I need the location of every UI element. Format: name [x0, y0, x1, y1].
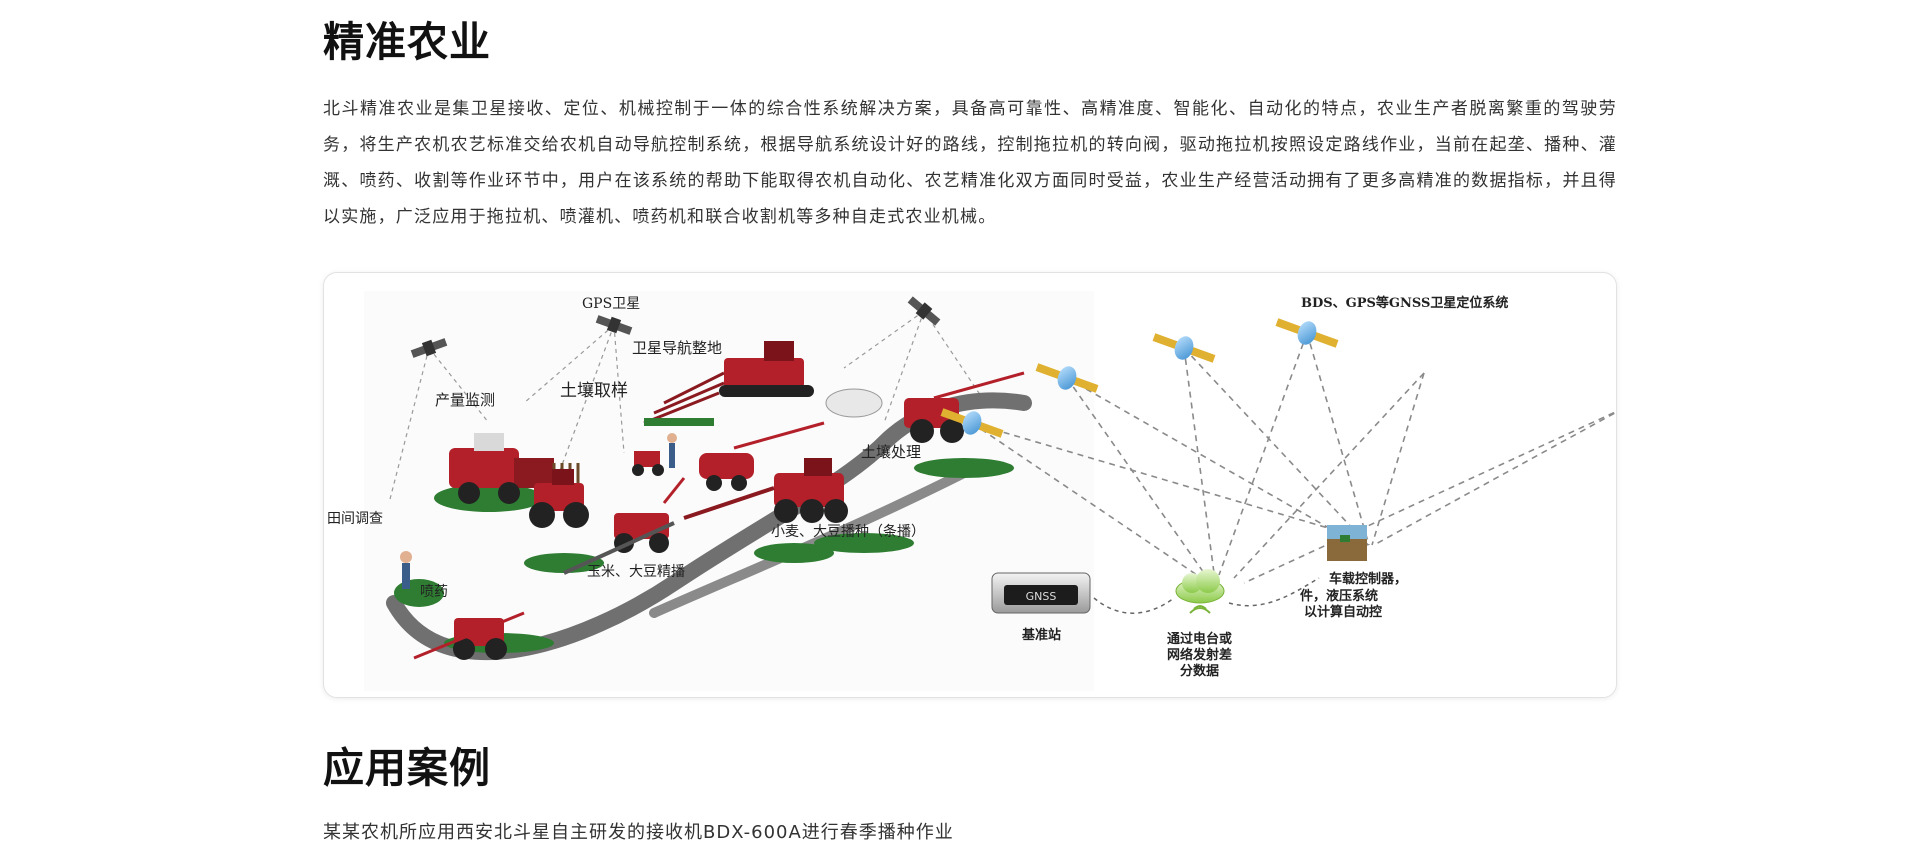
gnss-links — [971, 332, 1616, 584]
gnss-satellite-icon — [1035, 363, 1099, 393]
field-surveyor-icon — [400, 551, 412, 589]
base-station-device-icon: GNSS — [991, 572, 1091, 614]
figure-illustration: GPS卫星 卫星导航整地 土壤取样 产量监测 土壤处理 田间调查 小麦、大豆播种… — [327, 291, 1616, 691]
case-description: 某某农机所应用西安北斗星自主研发的接收机BDX-600A进行春季播种作业 — [323, 822, 954, 843]
satellite-icon — [410, 338, 448, 358]
large-tractor-icon — [683, 458, 848, 523]
label-controller-line3: 以计算自动控 — [1304, 604, 1382, 620]
label-corn-soybean-precision: 玉米、大豆精播 — [587, 564, 685, 580]
label-soil-treatment: 土壤处理 — [861, 443, 921, 461]
crawler-tractor-icon — [643, 341, 814, 426]
device-label: GNSS — [1026, 590, 1057, 603]
small-tractor-icon — [632, 433, 677, 476]
label-soil-sampling: 土壤取样 — [560, 380, 628, 401]
label-cloud-line1: 通过电台或 — [1167, 631, 1232, 647]
sprayer-tractor-icon — [733, 371, 1025, 450]
link-cloud-to-controller — [1228, 577, 1320, 607]
cloud-icon — [1175, 569, 1225, 614]
link-base-to-cloud — [1093, 597, 1175, 614]
label-gnss-system: BDS、GPS等GNSS卫星定位系统 — [1301, 295, 1508, 311]
label-cloud-line2: 网络发射差 — [1167, 647, 1232, 663]
label-controller-line2: 件，液压系统 — [1300, 588, 1378, 604]
seeder-tractor-icon — [563, 477, 686, 575]
satellite-icon — [907, 296, 941, 326]
gnss-satellite-icon — [1152, 333, 1216, 363]
gnss-satellite-icon — [940, 408, 1004, 438]
grain-cart-icon — [699, 453, 754, 491]
label-field-survey: 田间调查 — [327, 511, 383, 527]
label-spraying: 喷药 — [420, 584, 448, 600]
satellite-beams — [388, 310, 990, 504]
label-satellite-navigation: 卫星导航整地 — [632, 339, 722, 357]
left-illustration: GPS卫星 卫星导航整地 土壤取样 产量监测 土壤处理 田间调查 小麦、大豆播种… — [327, 291, 1094, 691]
tractor-icon — [529, 469, 589, 528]
intro-paragraph: 北斗精准农业是集卫星接收、定位、机械控制于一体的综合性系统解决方案，具备高可靠性… — [323, 99, 1617, 227]
precision-agriculture-figure: GPS卫星 卫星导航整地 土壤取样 产量监测 土壤处理 田间调查 小麦、大豆播种… — [323, 272, 1617, 698]
label-gps-satellite: GPS卫星 — [582, 296, 640, 312]
label-cloud-line3: 分数据 — [1180, 663, 1219, 679]
section-title-precision-agriculture: 精准农业 — [323, 18, 491, 66]
satellite-icon — [595, 315, 633, 335]
label-wheat-soybean-drilling: 小麦、大豆播种（条播） — [771, 523, 925, 540]
section-title-application-cases: 应用案例 — [323, 744, 491, 792]
right-illustration: BDS、GPS等GNSS卫星定位系统 GNSS 基准站 — [940, 295, 1616, 679]
sprayer-bottom-icon — [413, 611, 525, 660]
label-controller-line1: 车载控制器， — [1329, 571, 1407, 587]
label-base-station: 基准站 — [1021, 627, 1061, 643]
field-photo-thumbnail — [1327, 525, 1367, 561]
label-yield-monitoring: 产量监测 — [435, 391, 495, 409]
gnss-satellite-icon — [1275, 318, 1339, 348]
